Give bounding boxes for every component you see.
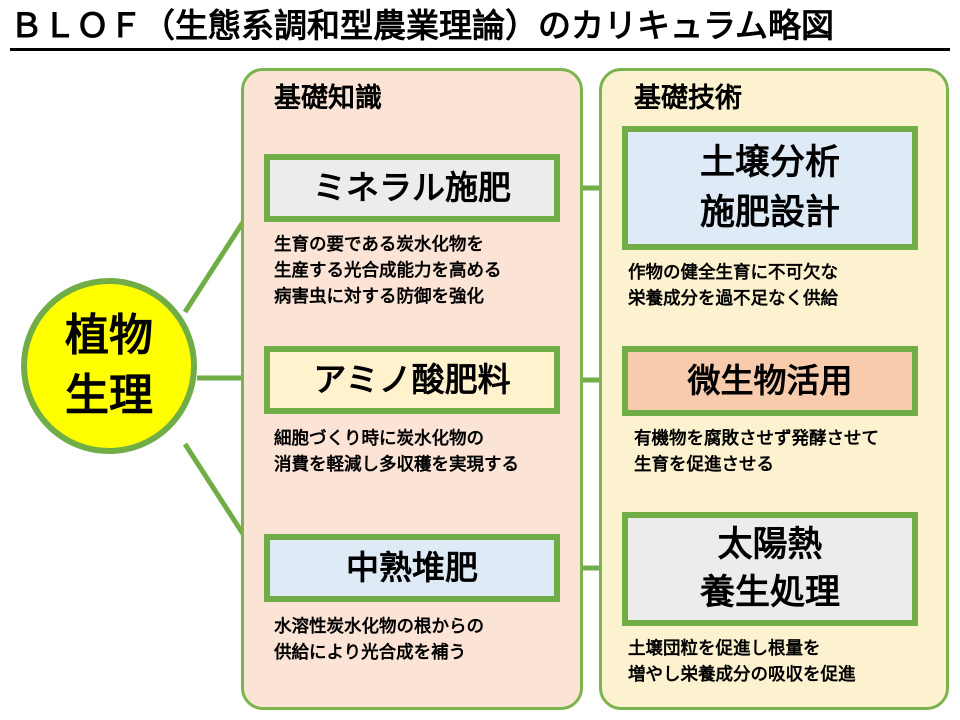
- microbe-utilization-box: 微生物活用: [622, 346, 918, 416]
- microbe-utilization-desc: 有機物を腐敗させず発酵させて 生育を促進させる: [634, 429, 879, 475]
- basic-knowledge-heading: 基礎知識: [274, 83, 382, 114]
- mineral-fertilizer-box: ミネラル施肥: [264, 154, 560, 222]
- soil-analysis-desc: 作物の健全生育に不可欠な 栄養成分を過不足なく供給: [628, 263, 838, 309]
- soil-analysis-box: 土壌分析 施肥設計: [622, 126, 918, 250]
- amino-acid-fertilizer-box: アミノ酸肥料: [264, 346, 560, 414]
- page-title: ＢＬＯＦ（生態系調和型農業理論）のカリキュラム略図: [10, 6, 950, 51]
- medium-compost-box: 中熟堆肥: [264, 534, 560, 602]
- amino-acid-fertilizer-desc: 細胞づくり時に炭水化物の 消費を軽減し多収穫を実現する: [274, 429, 519, 475]
- solar-heat-treatment-desc: 土壌団粒を促進し根量を 増やし栄養成分の吸収を促進: [628, 639, 856, 685]
- mineral-fertilizer-desc: 生育の要である炭水化物を 生産する光合成能力を高める 病害虫に対する防御を強化: [274, 235, 502, 307]
- basic-technology-heading: 基礎技術: [634, 83, 742, 114]
- medium-compost-desc: 水溶性炭水化物の根からの 供給により光合成を補う: [274, 617, 484, 663]
- solar-heat-treatment-box: 太陽熱 養生処理: [622, 512, 918, 626]
- plant-physiology-node: 植物 生理: [21, 278, 197, 454]
